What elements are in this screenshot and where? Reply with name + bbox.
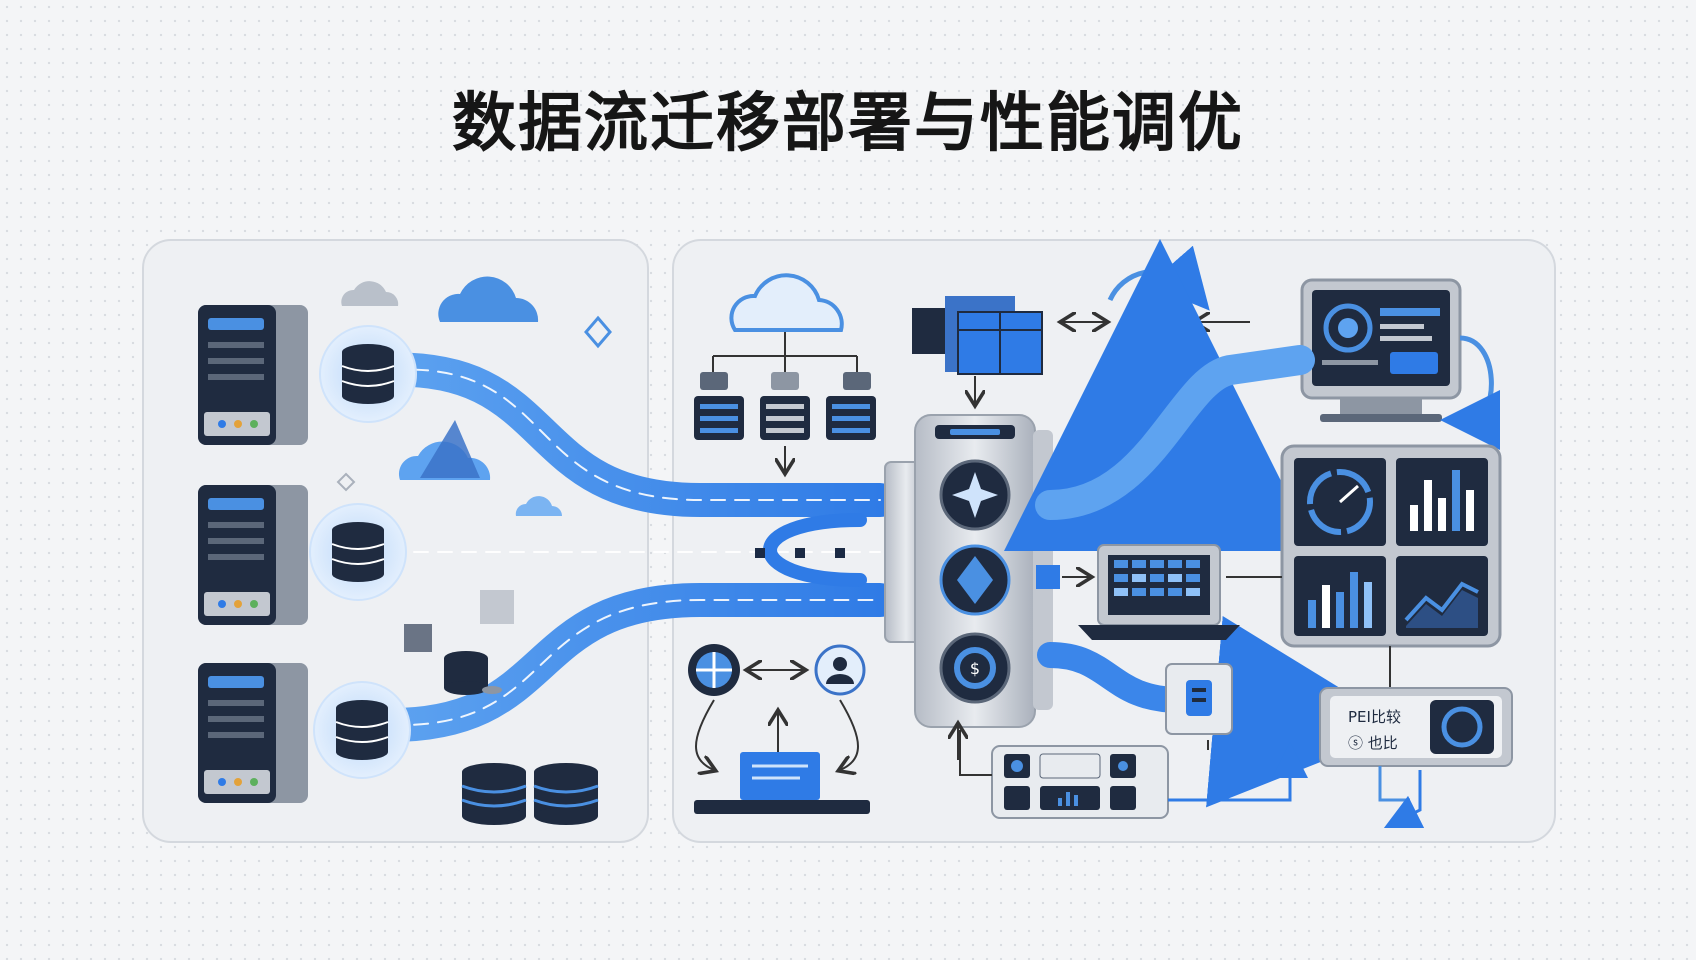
user-node-icon bbox=[814, 644, 866, 696]
laptop-icon bbox=[694, 752, 870, 814]
page-title: 数据流迁移部署与性能调优 bbox=[452, 87, 1244, 161]
source-server-2 bbox=[198, 485, 308, 625]
node-db-2 bbox=[760, 372, 810, 440]
cloud-icon bbox=[515, 496, 562, 516]
database-icon bbox=[533, 763, 599, 825]
database-icon bbox=[444, 651, 502, 695]
cloud-icon bbox=[398, 420, 491, 480]
cube-icon bbox=[480, 590, 514, 624]
database-icon bbox=[313, 681, 411, 779]
node-db-3 bbox=[826, 372, 876, 440]
performance-monitor: PEI比较 ⓢ 也比 bbox=[1319, 687, 1513, 767]
laptop-icon bbox=[1078, 544, 1240, 640]
control-panel bbox=[991, 745, 1169, 819]
node-db-1 bbox=[694, 372, 744, 440]
network-node-icon bbox=[688, 644, 740, 696]
database-icon bbox=[319, 325, 417, 423]
folder-icon bbox=[912, 296, 1043, 375]
monitor-label-1: PEI比较 bbox=[1348, 708, 1401, 726]
connector-node bbox=[1165, 663, 1233, 735]
svg-text:$: $ bbox=[970, 659, 980, 678]
cloud-icon bbox=[438, 276, 539, 322]
cloud-icon bbox=[341, 281, 399, 306]
pipeline-bundle bbox=[363, 352, 897, 743]
database-icon bbox=[309, 503, 407, 601]
cloud-icon bbox=[729, 273, 844, 332]
source-server-3 bbox=[198, 663, 308, 803]
source-server-1 bbox=[198, 305, 308, 445]
database-icon bbox=[461, 763, 527, 825]
gauge-icon bbox=[1430, 700, 1494, 754]
analytics-dashboard bbox=[1280, 444, 1502, 648]
diamond-icon bbox=[584, 315, 612, 349]
node-square bbox=[1036, 565, 1060, 589]
monitor-label-2: ⓢ 也比 bbox=[1348, 734, 1398, 752]
